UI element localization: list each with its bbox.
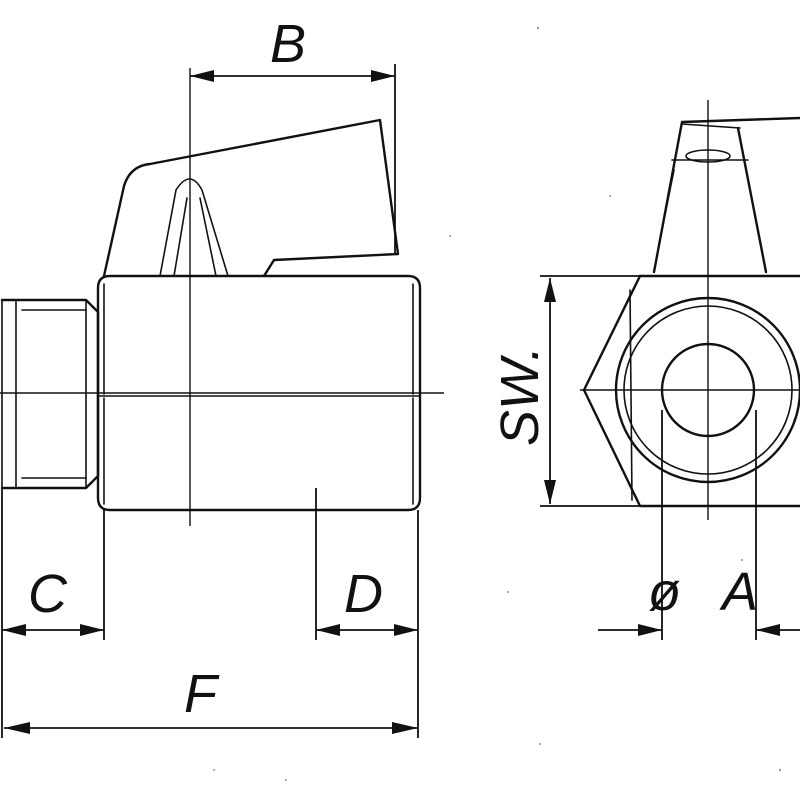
label-f: F <box>184 664 220 724</box>
side-view <box>0 68 444 526</box>
dimension-sw: SW. <box>490 275 640 507</box>
label-a: A <box>719 562 758 622</box>
end-view <box>580 100 800 520</box>
dimension-d: D <box>315 488 419 738</box>
label-b: B <box>270 14 306 74</box>
label-c: C <box>28 564 68 624</box>
label-sw: SW. <box>490 346 550 446</box>
dimension-c: C <box>1 488 105 640</box>
label-dia: ø <box>648 562 681 622</box>
end-lever-handle <box>652 116 800 274</box>
male-thread-end <box>0 298 100 490</box>
dimension-b: B <box>190 14 396 254</box>
dimension-dia-a: ø A <box>598 410 800 640</box>
end-hex-body <box>582 274 800 508</box>
label-d: D <box>344 564 383 624</box>
scan-specks <box>213 26 782 781</box>
valve-body <box>96 274 422 512</box>
dimension-f: F <box>1 640 418 738</box>
lever-handle <box>102 118 400 278</box>
